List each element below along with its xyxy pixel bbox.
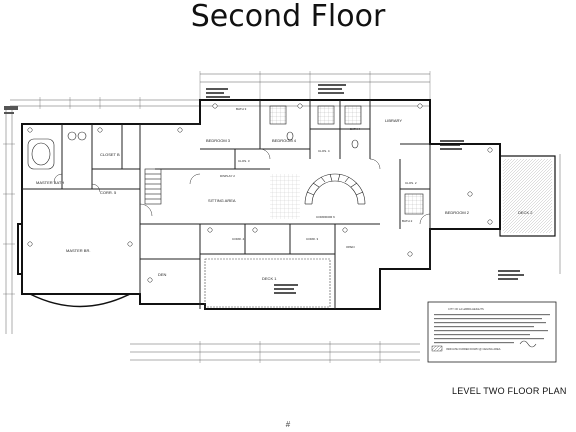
label-corr-3: CORR. 3: [306, 237, 319, 241]
label-clos-4: CLOS. 4: [318, 149, 330, 153]
bath-fixtures: [27, 105, 424, 215]
floor-plan-drawing: CLOSET B MASTER BATH CORR. 5 MASTER BR. …: [3, 71, 561, 363]
legend-heading: CITY OF LA HABRA HEIGHTS: [448, 307, 484, 311]
room-labels: CLOSET B MASTER BATH CORR. 5 MASTER BR. …: [36, 107, 533, 281]
page-number: #: [285, 420, 291, 429]
slide-title: Second Floor: [190, 0, 386, 34]
label-clos-3: CLOS. 3: [238, 159, 250, 163]
label-bedroom-2: BEDROOM 2: [445, 210, 470, 215]
legend-stamp-lines: [434, 314, 550, 344]
label-sitting-area: SITTING AREA: [208, 198, 236, 203]
door-swings: [53, 148, 431, 225]
label-bedroom-4: BEDROOM 4: [272, 138, 297, 143]
tiled-corridor: [270, 174, 300, 219]
label-corridor-6: CORRIDOR 6: [316, 215, 335, 219]
legend-note: INDICATE FURRED DOWN @ CEILING AREA: [446, 347, 501, 351]
label-deck-2: DECK 2: [518, 210, 533, 215]
bay-window: [29, 293, 131, 308]
label-bath-3: BATH 3: [236, 107, 247, 111]
curved-staircase: [304, 173, 366, 205]
label-clos-2: CLOS. 2: [405, 181, 417, 185]
deck-2-area: [499, 155, 556, 237]
straight-staircase: [144, 168, 162, 205]
label-corr-4: CORR. 4: [232, 237, 245, 241]
label-library: LIBRARY: [385, 118, 402, 123]
label-open: OPEN: [346, 245, 355, 249]
label-deck-1: DECK 1: [262, 276, 277, 281]
reference-markers: [27, 103, 493, 283]
interior-walls: [22, 100, 431, 309]
label-den: DEN: [158, 272, 167, 277]
label-bedroom-3: BEDROOM 3: [206, 138, 231, 143]
label-display-2: DISPLAY 2: [220, 174, 235, 178]
signature-mark: [519, 340, 537, 348]
label-corr-5: CORR. 5: [100, 190, 117, 195]
label-master-br: MASTER BR.: [66, 248, 90, 253]
dimension-lines: [3, 71, 561, 363]
deck-1-area: [204, 258, 331, 308]
plan-caption: LEVEL TWO FLOOR PLAN: [452, 386, 567, 396]
label-master-bath: MASTER BATH: [36, 180, 64, 185]
exterior-walls: [17, 99, 501, 310]
label-closet-b: CLOSET B: [100, 152, 120, 157]
legend-box: CITY OF LA HABRA HEIGHTS INDICATE FURRED…: [427, 301, 557, 363]
label-bath-4: BATH 4: [350, 127, 361, 131]
label-bath-2: BATH 2: [402, 219, 413, 223]
